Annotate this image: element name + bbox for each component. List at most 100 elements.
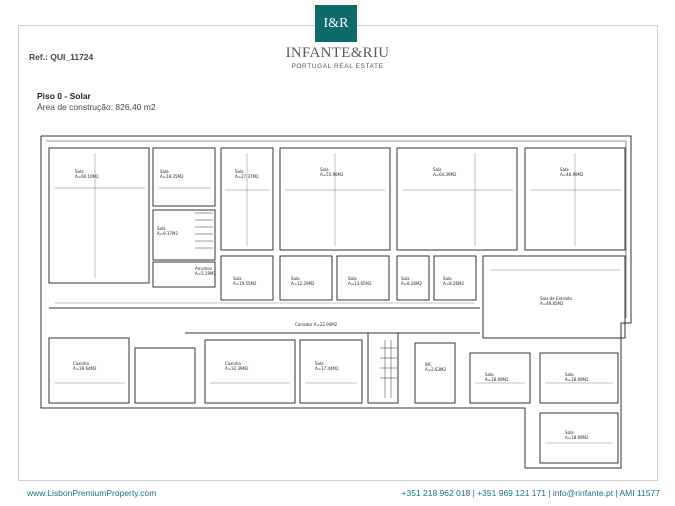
room-wall — [48, 337, 130, 404]
floor-title: Piso 0 - Solar — [37, 91, 91, 101]
room-name: Sala — [315, 361, 324, 366]
room-name: WC — [425, 362, 432, 367]
svg-text:A=60.10M2: A=60.10M2 — [75, 174, 99, 179]
svg-text:Sala: Sala — [565, 430, 574, 435]
room-wall — [524, 147, 626, 251]
brand-name: INFANTE&RIU — [285, 45, 390, 61]
room-wall — [204, 339, 296, 404]
svg-text:A=18.69M2: A=18.69M2 — [565, 377, 589, 382]
svg-text:A=49.85M2: A=49.85M2 — [540, 301, 564, 306]
room-name: Sala — [560, 167, 569, 172]
room-area: A=27.37M2 — [235, 174, 259, 179]
room-area: A=18.69M2 — [565, 435, 589, 440]
room-area: A=18.25M2 — [160, 174, 184, 179]
svg-text:Sala: Sala — [485, 372, 494, 377]
room-wall — [279, 255, 333, 301]
svg-text:A=18.25M2: A=18.25M2 — [160, 174, 184, 179]
svg-text:Sala: Sala — [320, 167, 329, 172]
svg-text:Sala: Sala — [157, 226, 166, 231]
room-wall — [336, 255, 390, 301]
svg-text:Cozinha: Cozinha — [225, 361, 242, 366]
svg-text:A=9.37M2: A=9.37M2 — [157, 231, 178, 236]
room-name: Cozinha — [73, 361, 90, 366]
svg-text:Sala: Sala — [75, 169, 84, 174]
room-wall — [299, 339, 363, 404]
svg-text:A=39.64M2: A=39.64M2 — [73, 366, 97, 371]
room-area: A=18.69M2 — [485, 377, 509, 382]
room-area: A=17.44M2 — [315, 366, 339, 371]
svg-text:A=18.69M2: A=18.69M2 — [565, 435, 589, 440]
svg-text:Arrumos: Arrumos — [195, 266, 212, 271]
property-reference: Ref.: QUI_11724 — [29, 52, 94, 62]
room-name: Sala — [233, 276, 242, 281]
room-name: Sala — [565, 372, 574, 377]
brand-logo: I&R — [315, 5, 357, 42]
svg-text:A=19.55M2: A=19.55M2 — [233, 281, 257, 286]
room-name: Sala — [75, 169, 84, 174]
svg-text:Sala de Entrada: Sala de Entrada — [540, 296, 572, 301]
contact-info: +351 218 962 018 | +351 969 121 171 | in… — [401, 488, 661, 498]
room-area: A=5.19M2 — [195, 271, 216, 276]
room-area: A=9.37M2 — [157, 231, 178, 236]
room-wall — [396, 255, 430, 301]
room-area: A=39.64M2 — [73, 366, 97, 371]
room-wall — [482, 255, 626, 339]
logo-monogram: I&R — [323, 15, 349, 31]
room-area: A=32.39M2 — [225, 366, 249, 371]
room-area: A=12.29M2 — [291, 281, 315, 286]
room-wall — [48, 147, 150, 284]
room-wall — [220, 147, 274, 251]
svg-text:Corredor A=22.94M2: Corredor A=22.94M2 — [295, 322, 338, 327]
room-wall — [152, 261, 216, 288]
website-link[interactable]: www.LisbonPremiumProperty.com — [27, 488, 157, 498]
floor-plan: Sala A=60.10M2 Sala A=18.25M2 Sala A=27.… — [40, 135, 632, 469]
svg-text:Sala: Sala — [235, 169, 244, 174]
room-area: A=19.55M2 — [233, 281, 257, 286]
svg-text:Sala: Sala — [443, 276, 452, 281]
svg-text:A=8.26M2: A=8.26M2 — [401, 281, 422, 286]
room-name: Sala — [320, 167, 329, 172]
svg-text:A=64.39M2: A=64.39M2 — [433, 172, 457, 177]
room-name: Sala — [433, 167, 442, 172]
room-area: A=64.39M2 — [433, 172, 457, 177]
room-wall — [396, 147, 518, 251]
svg-text:A=5.19M2: A=5.19M2 — [195, 271, 216, 276]
room-area: A=22.94M2 — [314, 322, 338, 327]
room-wall — [539, 412, 619, 464]
svg-text:Sala: Sala — [348, 276, 357, 281]
room-name: Sala — [235, 169, 244, 174]
room-name: Corredor — [295, 322, 313, 327]
room-wall — [220, 255, 274, 301]
room-area: A=18.69M2 — [565, 377, 589, 382]
room-name: Sala — [401, 276, 410, 281]
room-name: Sala — [160, 169, 169, 174]
room-wall — [134, 347, 196, 404]
svg-text:A=27.37M2: A=27.37M2 — [235, 174, 259, 179]
room-name: Cozinha — [225, 361, 242, 366]
room-area: A=13.65M2 — [348, 281, 372, 286]
room-area: A=2.63M2 — [425, 367, 446, 372]
svg-text:Sala: Sala — [233, 276, 242, 281]
svg-text:Sala: Sala — [160, 169, 169, 174]
svg-text:Sala: Sala — [401, 276, 410, 281]
room-wall — [433, 255, 477, 301]
svg-text:Sala: Sala — [560, 167, 569, 172]
svg-text:A=2.63M2: A=2.63M2 — [425, 367, 446, 372]
room-area: A=8.26M2 — [443, 281, 464, 286]
outer-wall — [40, 135, 632, 469]
room-area: A=60.10M2 — [75, 174, 99, 179]
svg-text:WC: WC — [425, 362, 432, 367]
svg-text:Sala: Sala — [291, 276, 300, 281]
svg-text:A=46.99M2: A=46.99M2 — [560, 172, 584, 177]
room-name: Sala — [348, 276, 357, 281]
floor-area: Área de construção: 826,40 m2 — [37, 102, 156, 112]
svg-text:A=12.29M2: A=12.29M2 — [291, 281, 315, 286]
room-wall — [414, 342, 456, 404]
room-name: Sala — [291, 276, 300, 281]
room-area: A=8.26M2 — [401, 281, 422, 286]
room-name: Sala — [443, 276, 452, 281]
room-wall — [152, 209, 216, 261]
room-name: Sala de Entrada — [540, 296, 572, 301]
room-name: Sala — [157, 226, 166, 231]
room-name: Arrumos — [195, 266, 212, 271]
